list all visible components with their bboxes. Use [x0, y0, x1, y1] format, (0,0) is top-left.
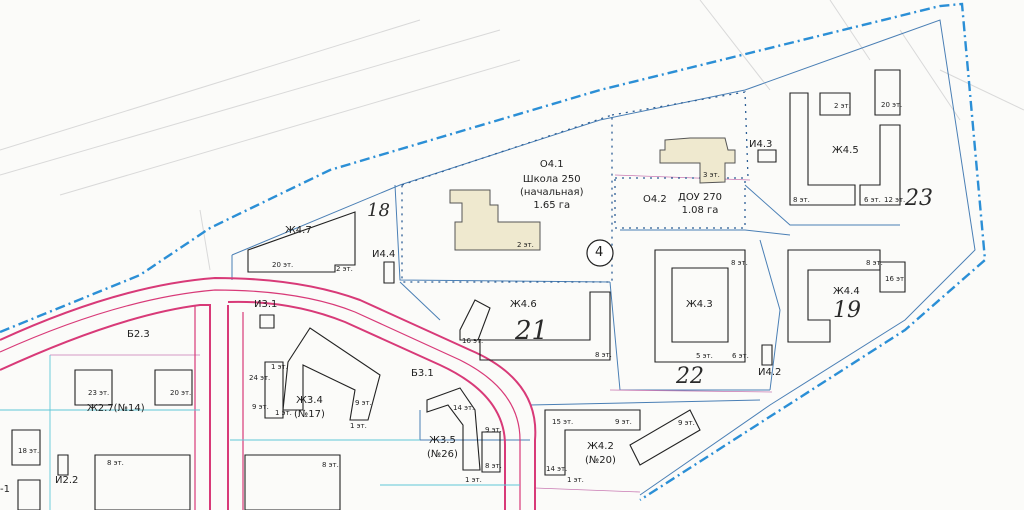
zone-b23: Б2.3 — [127, 329, 150, 340]
zone-o42: ДОУ 270 1.08 га — [678, 193, 722, 216]
zone-zh45: Ж4.5 — [832, 145, 859, 156]
floor-label: 9 эт. — [678, 419, 695, 427]
floor-label: 15 эт. — [552, 418, 574, 426]
zone-zh46: Ж4.6 — [510, 299, 537, 310]
floor-label: 9 эт. — [252, 403, 269, 411]
zone-zh42-num: (№20) — [585, 455, 616, 466]
handwritten-22: 22 — [676, 364, 704, 389]
zone-i31: И3.1 — [254, 299, 278, 310]
zone-zh43: Ж4.3 — [686, 299, 713, 310]
handwritten-21: 21 — [515, 316, 549, 346]
utility-lines — [0, 355, 520, 510]
zone-zh47: Ж4.7 — [285, 225, 312, 236]
floor-label: 1 эт. — [567, 476, 584, 484]
floor-label: 12 эт. — [884, 196, 906, 204]
zone-i43: И4.3 — [749, 139, 773, 150]
zone-i22: И2.2 — [55, 475, 79, 486]
floor-label: 6 эт. — [732, 352, 749, 360]
zone-zh42: Ж4.2 (№20) — [585, 442, 616, 466]
floor-label: 14 эт. — [546, 465, 568, 473]
floor-label: 20 эт. — [170, 389, 192, 397]
floor-label: 16 эт. — [462, 337, 484, 345]
zone-zh35: Ж3.5 (№26) — [427, 436, 458, 460]
kindergarten-building — [659, 137, 736, 184]
floor-label: 20 эт. — [272, 261, 294, 269]
floor-label: 9 эт. — [615, 418, 632, 426]
floor-label: 2 эт. — [336, 265, 353, 273]
floor-label: 1 эт. — [465, 476, 482, 484]
zone-o41-area: 1.65 га — [533, 200, 571, 211]
terrain-lines — [0, 0, 1024, 271]
school-site-boundary — [401, 91, 749, 283]
zone-zh44: Ж4.4 — [833, 286, 860, 297]
floor-label: 8 эт. — [731, 259, 748, 267]
zone-o42-name: ДОУ 270 — [678, 192, 723, 203]
floor-label: 8 эт. — [793, 196, 810, 204]
zone-zh34-code: Ж3.4 — [296, 395, 323, 406]
floor-label: 8 эт. — [595, 351, 612, 359]
floor-label: 2 эт. — [517, 241, 534, 249]
floor-label: 1 эт. — [271, 363, 288, 371]
handwritten-18: 18 — [367, 200, 390, 221]
zone-o41-name: Школа 250 — [522, 174, 581, 185]
district-number-circle — [586, 239, 614, 267]
floor-label: 6 эт. — [864, 196, 881, 204]
zone-i44: И4.4 — [372, 249, 396, 260]
district-number: 4 — [595, 245, 604, 260]
block-outlines — [231, 19, 976, 496]
floor-label: 1 эт. — [350, 422, 367, 430]
floor-label: 8 эт. — [322, 461, 339, 469]
district-boundary — [0, 2, 987, 502]
floor-label: 8 эт. — [107, 459, 124, 467]
floor-label: 24 эт. — [249, 374, 271, 382]
floor-label: 9 эт. — [485, 426, 502, 434]
handwritten-23: 23 — [905, 186, 933, 211]
buildings — [449, 137, 736, 251]
floor-label: 3 эт. — [703, 171, 720, 179]
floor-label: 16 эт. — [885, 275, 907, 283]
zone-edge-label: -1 — [0, 484, 10, 495]
floor-label: 18 эт. — [18, 447, 40, 455]
handwritten-19: 19 — [833, 298, 861, 323]
main-road — [0, 276, 537, 510]
zone-zh34-num: (№17) — [294, 409, 325, 420]
zone-o41-sub: (начальная) — [520, 187, 584, 198]
zone-zh35-num: (№26) — [427, 449, 458, 460]
floor-label: 9 эт. — [355, 399, 372, 407]
property-lines — [50, 174, 773, 493]
floor-label: 20 эт. — [881, 101, 903, 109]
zone-zh27: Ж2.7(№14) — [87, 403, 145, 414]
zone-b31: Б3.1 — [411, 368, 434, 379]
zone-o41-code: О4.1 — [539, 159, 564, 170]
floor-label: 23 эт. — [88, 389, 110, 397]
zone-i42: И4.2 — [758, 367, 782, 378]
floor-label: 2 эт. — [834, 102, 851, 110]
zone-o42-area: 1.08 га — [681, 205, 719, 216]
zone-o42-code: О4.2 — [643, 194, 667, 205]
floor-label: 14 эт. — [453, 404, 475, 412]
zone-zh34: Ж3.4 (№17) — [294, 396, 325, 420]
residential-buildings — [11, 69, 906, 510]
zone-zh42-code: Ж4.2 — [587, 441, 614, 452]
zone-zh35-code: Ж3.5 — [429, 435, 456, 446]
floor-label: 1 эт. — [275, 409, 292, 417]
floor-label: 8 эт. — [866, 259, 883, 267]
zone-o41: О4.1 Школа 250 (начальная) 1.65 га — [520, 160, 583, 211]
school-building — [449, 189, 541, 251]
floor-label: 8 эт. — [485, 462, 502, 470]
floor-label: 5 эт. — [696, 352, 713, 360]
